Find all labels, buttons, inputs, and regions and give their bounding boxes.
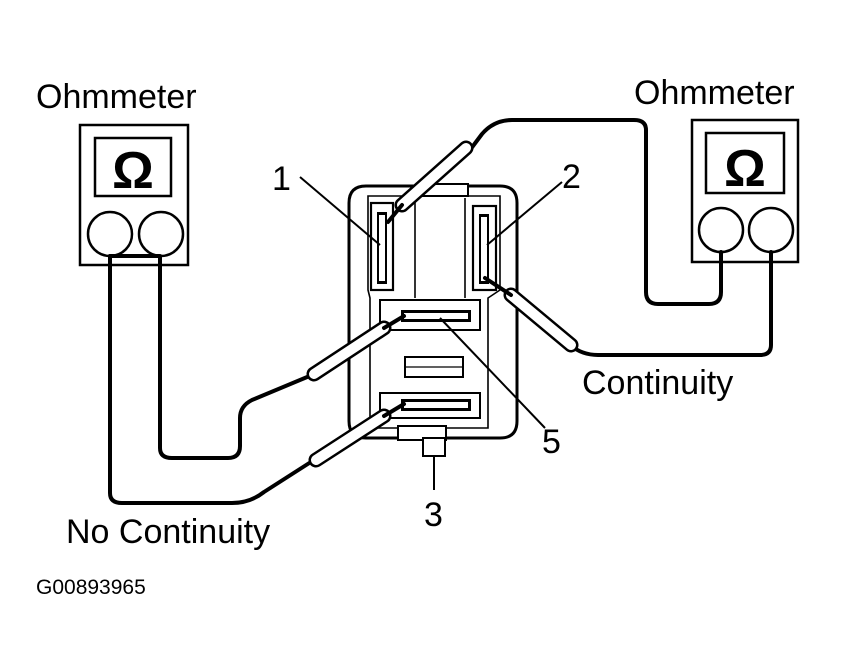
wire-left-to-terminal-5 [108, 254, 314, 460]
probes [306, 140, 579, 468]
ohmmeter-left: Ω [78, 123, 190, 267]
probe-terminal-1 [386, 140, 474, 224]
leader-terminal-1 [299, 176, 381, 246]
ohmmeter-left-jack-1 [86, 210, 134, 258]
wire-left-to-terminal-3 [108, 254, 316, 505]
relay-bottom-stub [422, 437, 446, 457]
wire-right-to-terminal-2 [568, 250, 773, 357]
ohmmeter-right-jack-1 [697, 206, 745, 254]
ohmmeter-right-label: Ohmmeter [634, 74, 795, 112]
omega-symbol-left: Ω [112, 142, 154, 200]
ohmmeter-left-jack-2 [137, 210, 185, 258]
ohmmeter-right-display [704, 131, 786, 195]
terminal-1-pin-face [379, 215, 385, 281]
terminal-2-pin-face [481, 217, 487, 281]
wires [108, 118, 773, 505]
probe-terminal-2 [483, 276, 579, 353]
ohmmeter-right: Ω [690, 118, 800, 264]
terminal-1-label: 1 [272, 160, 291, 198]
terminal-2-label: 2 [562, 158, 581, 196]
ohmmeter-left-display [93, 136, 173, 198]
continuity-label: Continuity [582, 364, 733, 402]
terminal-3-pin-face [404, 402, 468, 408]
terminal-5-label: 5 [542, 423, 561, 461]
terminal-3-label: 3 [424, 496, 443, 534]
relay-inner-outline [367, 195, 501, 429]
wire-right-to-terminal-1 [468, 118, 723, 306]
leader-lines [299, 176, 563, 490]
omega-symbol-right: Ω [724, 140, 766, 198]
probe-terminal-3 [308, 402, 406, 468]
terminal-5-pin-face [404, 313, 468, 319]
leader-terminal-2 [486, 181, 563, 246]
figure-code: G00893965 [36, 576, 146, 599]
leader-terminal-5 [439, 317, 546, 429]
probe-terminal-5 [306, 314, 406, 382]
no-continuity-label: No Continuity [66, 513, 270, 551]
ohmmeter-right-jack-2 [747, 206, 795, 254]
ohmmeter-left-label: Ohmmeter [36, 78, 197, 116]
